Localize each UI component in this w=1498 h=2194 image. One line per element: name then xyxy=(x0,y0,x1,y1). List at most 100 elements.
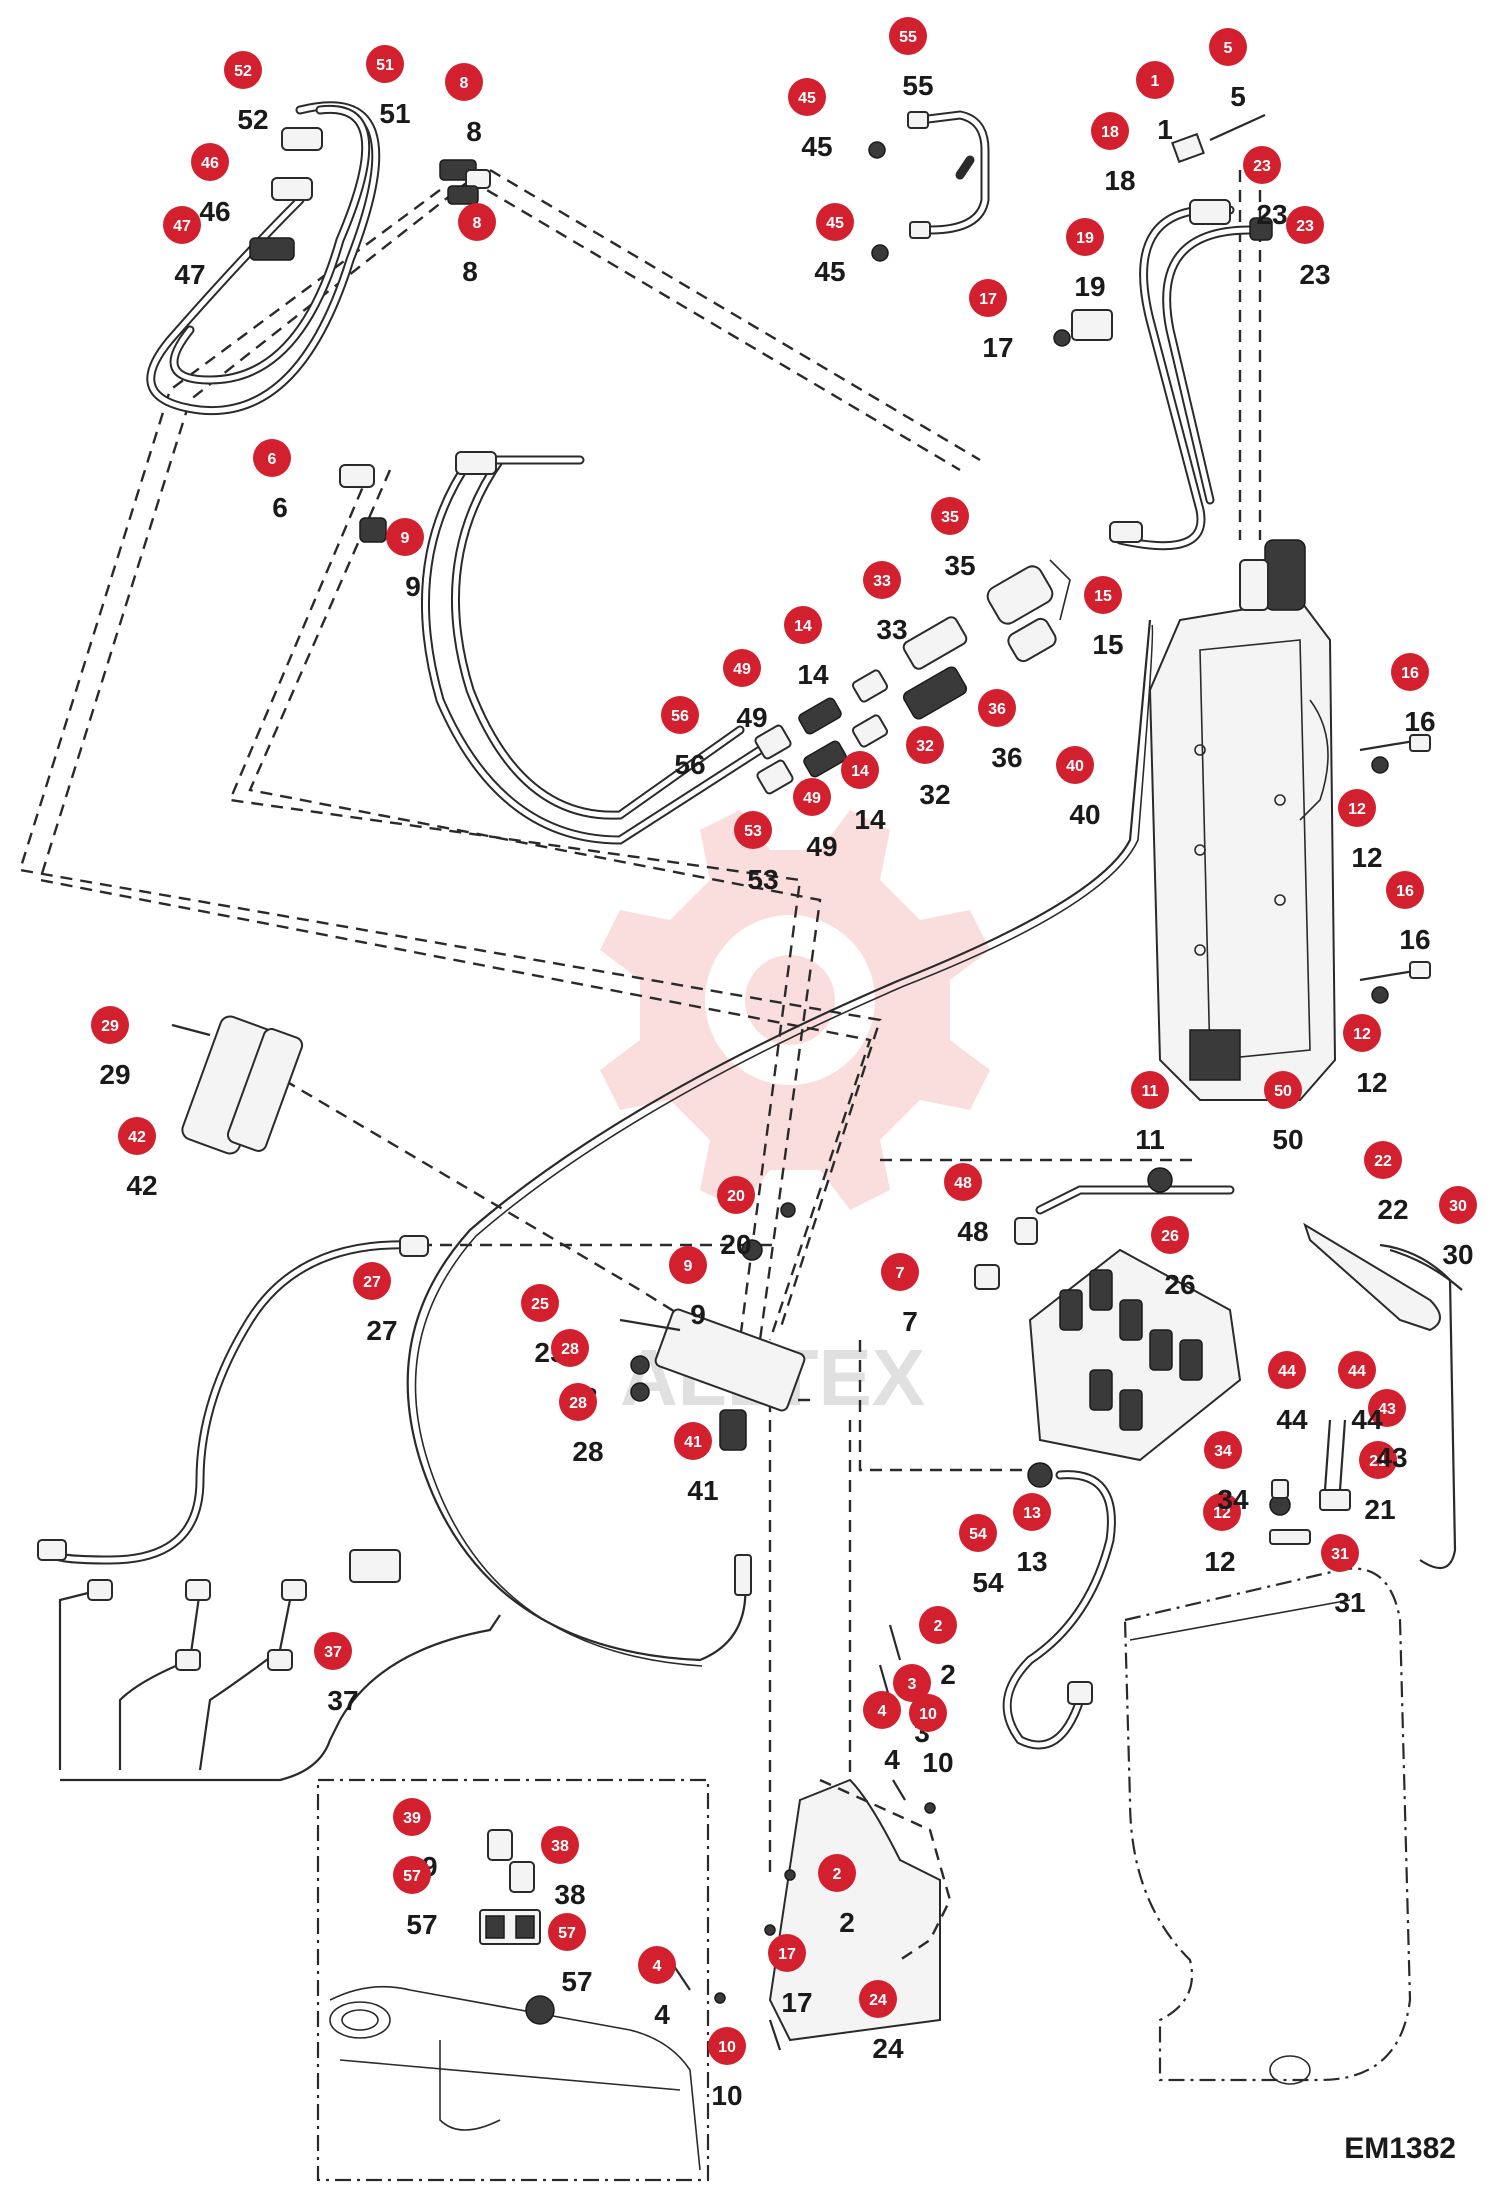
callout-badge-number: 40 xyxy=(1066,758,1084,775)
callout-badge-circle xyxy=(863,1691,901,1729)
callout-badge-number: 3 xyxy=(908,1676,917,1693)
callout-number-label: 2 xyxy=(940,1659,956,1690)
callout-badge-circle xyxy=(1091,112,1129,150)
callout-number-label: 33 xyxy=(876,614,907,645)
callout-number-label: 31 xyxy=(1334,1587,1365,1618)
callout-number-label: 30 xyxy=(1442,1239,1473,1270)
callout-number-label: 23 xyxy=(1256,199,1287,230)
callout-badge-number: 20 xyxy=(727,1188,745,1205)
callout-badge-circle xyxy=(889,17,927,55)
callout-badge-circle xyxy=(734,811,772,849)
callout-9b: 99 xyxy=(669,1246,707,1330)
callout-badge-circle xyxy=(1136,61,1174,99)
callout-badge-circle xyxy=(931,497,969,535)
callout-badge-number: 57 xyxy=(558,1925,576,1942)
callout-badge-number: 17 xyxy=(778,1946,796,1963)
callout-badge-number: 19 xyxy=(1076,230,1094,247)
callout-31: 31 31 xyxy=(1321,1534,1366,1618)
callout-number-label: 45 xyxy=(801,131,832,162)
callout-badge-circle xyxy=(118,1117,156,1155)
callout-7: 77 xyxy=(881,1253,919,1337)
callout-badge-circle xyxy=(944,1163,982,1201)
callout-badge-circle xyxy=(708,2027,746,2065)
callout-number-label: 32 xyxy=(919,779,950,810)
callout-6: 66 xyxy=(253,439,291,523)
callout-badge-number: 10 xyxy=(718,2039,736,2056)
callout-badge-number: 23 xyxy=(1253,158,1271,175)
callout-number-label: 15 xyxy=(1092,629,1123,660)
callout-number-label: 36 xyxy=(991,742,1022,773)
callout-number-label: 2 xyxy=(839,1907,855,1938)
callout-8a: 88 xyxy=(445,63,483,147)
callout-number-label: 10 xyxy=(922,1747,953,1778)
callout-badge-number: 2 xyxy=(934,1618,943,1635)
callout-badge-number: 14 xyxy=(851,763,869,780)
callout-badge-circle xyxy=(1131,1071,1169,1109)
callout-badge-number: 4 xyxy=(878,1703,887,1720)
callout-number-label: 29 xyxy=(99,1059,130,1090)
watermark-gear-logo xyxy=(600,810,990,1210)
panel-24 xyxy=(768,1778,952,2051)
callout-number-label: 57 xyxy=(406,1909,437,1940)
callout-number-label: 16 xyxy=(1399,924,1430,955)
callout-badge-number: 53 xyxy=(744,823,762,840)
callout-badge-number: 22 xyxy=(1374,1153,1392,1170)
callout-badge-number: 51 xyxy=(376,57,394,74)
callout-number-label: 45 xyxy=(814,256,845,287)
callout-badge-number: 8 xyxy=(473,215,482,232)
fender-outline xyxy=(1123,1567,1412,2085)
callout-badge-number: 43 xyxy=(1378,1401,1396,1418)
callout-number-label: 26 xyxy=(1164,1269,1195,1300)
callout-badge-number: 12 xyxy=(1348,801,1366,818)
callout-number-label: 4 xyxy=(884,1744,900,1775)
callout-badge-number: 49 xyxy=(733,661,751,678)
callout-badge-circle xyxy=(969,279,1007,317)
callout-number-label: 55 xyxy=(902,70,933,101)
callout-number-label: 17 xyxy=(781,1987,812,2018)
callout-badge-circle xyxy=(1391,653,1429,691)
callout-number-label: 48 xyxy=(957,1216,988,1247)
callout-number-label: 4 xyxy=(654,1999,670,2030)
callout-badge-circle xyxy=(548,1913,586,1951)
callout-number-label: 12 xyxy=(1356,1067,1387,1098)
callout-badge-circle xyxy=(224,51,262,89)
callout-badge-circle xyxy=(1204,1431,1242,1469)
callout-number-label: 54 xyxy=(972,1567,1004,1598)
callout-number-label: 44 xyxy=(1351,1404,1383,1435)
callout-badge-circle xyxy=(1084,576,1122,614)
quick-couplers-cluster xyxy=(754,559,1071,795)
callout-2a: 22 xyxy=(919,1606,957,1690)
callout-badge-circle xyxy=(1359,1441,1397,1479)
callout-badge-circle xyxy=(1013,1493,1051,1531)
callout-number-label: 18 xyxy=(1104,165,1135,196)
callout-badge-circle xyxy=(919,1606,957,1644)
callout-badge-number: 46 xyxy=(201,155,219,172)
callout-badge-number: 38 xyxy=(551,1838,569,1855)
callout-badge-number: 31 xyxy=(1331,1546,1349,1563)
callout-badge-circle xyxy=(674,1422,712,1460)
hose-54 xyxy=(1002,1462,1116,1750)
callout-badge-circle xyxy=(1338,1351,1376,1389)
mirror-22-30 xyxy=(1303,1222,1463,1570)
hose-25-long xyxy=(406,619,1154,1667)
callout-badge-circle xyxy=(1056,746,1094,784)
callout-badge-number: 5 xyxy=(1224,40,1233,57)
callout-badge-number: 12 xyxy=(1353,1026,1371,1043)
control-valve-plate-50 xyxy=(1148,539,1431,1101)
callout-badge-circle xyxy=(386,518,424,556)
